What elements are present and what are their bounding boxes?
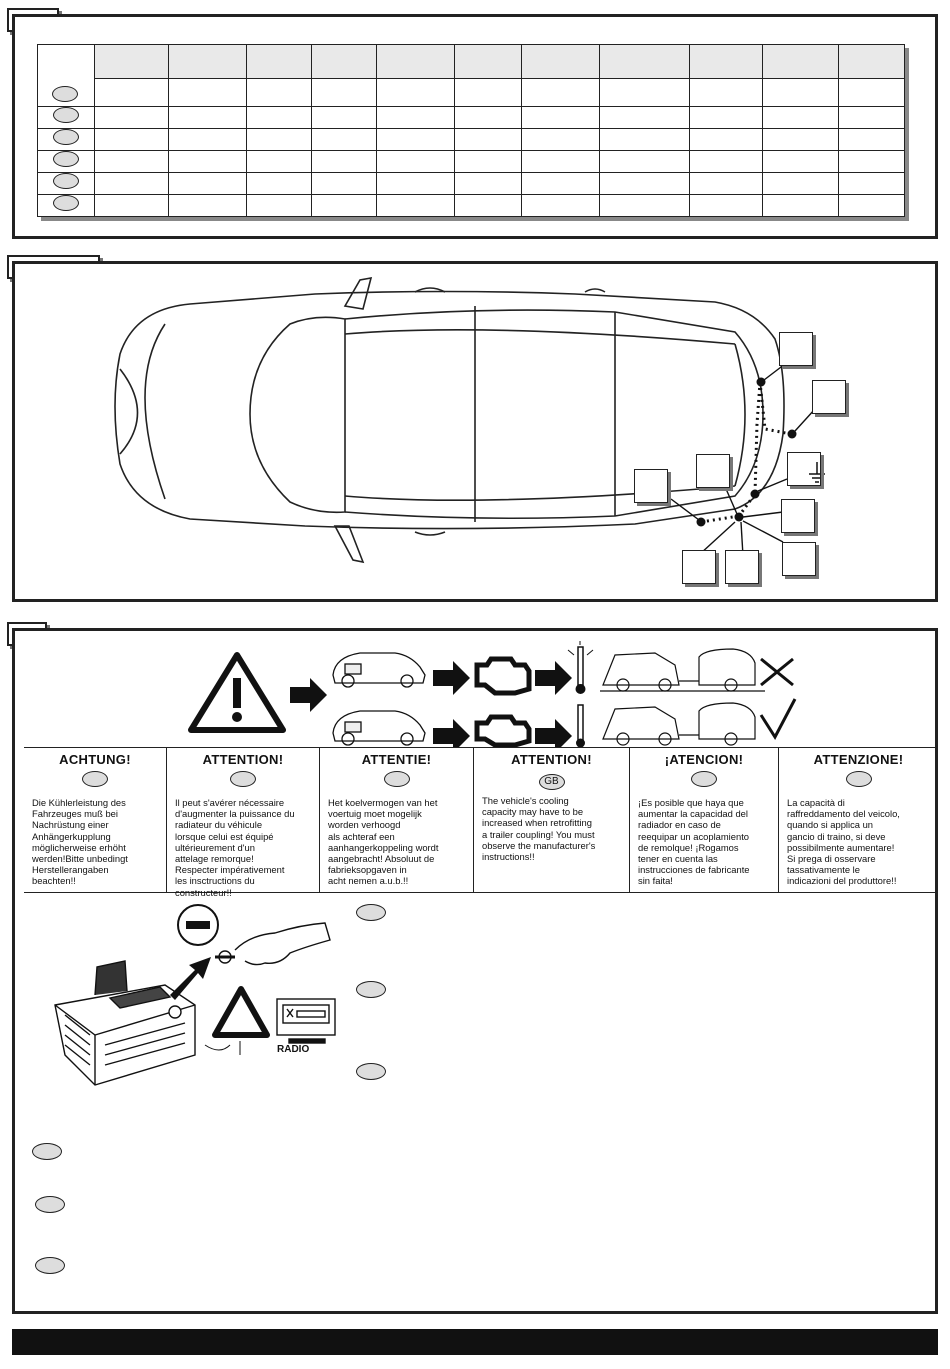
minus-circle-icon xyxy=(177,904,219,946)
callout-box xyxy=(725,550,759,584)
callout-box xyxy=(634,469,668,503)
row-oval xyxy=(52,86,78,102)
arrow-icon xyxy=(170,957,211,1000)
language-oval xyxy=(383,771,410,787)
callout-box xyxy=(682,550,716,584)
thermometer-icon xyxy=(576,704,585,747)
table-corner-cell xyxy=(37,44,95,107)
car-top-view xyxy=(114,276,825,564)
warning-text: Il peut s'avérer nécessaire d'augmenter … xyxy=(175,797,295,898)
car-icon xyxy=(332,652,426,688)
thermometer-icon xyxy=(567,641,594,694)
warning-text: Die Kühlerleistung des Fahrzeuges muß be… xyxy=(32,797,128,887)
row-oval xyxy=(53,129,79,145)
callout-box xyxy=(812,380,846,414)
row-oval xyxy=(53,107,79,123)
row-oval xyxy=(53,195,79,211)
warning-title: ¡ATENCION! xyxy=(664,752,744,767)
check-mark-icon xyxy=(759,698,797,740)
callout-box xyxy=(779,332,813,366)
engine-icon xyxy=(474,656,532,696)
wire-point xyxy=(787,429,797,439)
warning-triangle-icon xyxy=(212,986,270,1038)
language-oval xyxy=(845,771,872,787)
language-oval xyxy=(35,1257,65,1274)
warning-title: ATTENTION! xyxy=(511,752,592,767)
table-row xyxy=(37,128,905,151)
warning-text-row: ACHTUNG! Die Kühlerleistung des Fahrzeug… xyxy=(24,747,938,898)
table-row xyxy=(37,150,905,173)
lang-col-de: ACHTUNG! Die Kühlerleistung des Fahrzeug… xyxy=(24,748,167,892)
wire-point xyxy=(750,489,760,499)
callout-box xyxy=(696,454,730,488)
lang-col-it: ATTENZIONE! La capacità di raffreddament… xyxy=(779,748,938,892)
wire-point xyxy=(756,377,766,387)
warning-text: Het koelvermogen van het voertuig moet m… xyxy=(328,797,439,887)
ground-symbol-icon xyxy=(809,462,825,483)
language-oval xyxy=(230,771,256,787)
cooling-pictogram xyxy=(188,641,797,747)
radio-icon xyxy=(276,998,336,1044)
ground-callout-box xyxy=(787,452,821,486)
warning-title: ATTENTION! xyxy=(202,752,284,767)
warning-title: ACHTUNG! xyxy=(59,752,131,767)
callout-box xyxy=(782,542,816,576)
warning-panel: ACHTUNG! Die Kühlerleistung des Fahrzeug… xyxy=(12,628,938,1314)
language-oval xyxy=(32,1143,62,1160)
warning-text: ¡Es posible que haya que aumentar la cap… xyxy=(638,797,750,887)
hand-icon xyxy=(215,922,331,966)
language-oval xyxy=(691,771,717,787)
cross-mark-icon xyxy=(760,657,794,687)
language-oval xyxy=(356,904,386,921)
radio-label: RADIO xyxy=(277,1044,310,1055)
lang-col-fr: ATTENTION! Il peut s'avérer nécessaire d… xyxy=(167,748,320,898)
language-oval xyxy=(35,1196,65,1213)
car-diagram-panel xyxy=(12,261,938,602)
footer-bar xyxy=(12,1329,938,1355)
table-row xyxy=(37,106,905,129)
warning-title: ATTENZIONE! xyxy=(813,752,904,767)
lang-col-es: ¡ATENCION! ¡Es posible que haya que aume… xyxy=(630,748,779,892)
language-oval xyxy=(356,981,386,998)
table-row xyxy=(38,78,905,107)
engine-icon xyxy=(474,714,532,747)
row-oval xyxy=(53,151,79,167)
row-oval xyxy=(53,173,79,189)
spec-table xyxy=(37,44,905,217)
warning-text: La capacità di raffreddamento del veicol… xyxy=(787,797,900,887)
battery-icon xyxy=(54,960,196,1086)
table-row xyxy=(37,194,905,217)
language-oval: GB xyxy=(538,774,565,790)
warning-title: ATTENTIE! xyxy=(361,752,432,767)
battery-disconnect-illustration xyxy=(54,904,336,1086)
language-oval xyxy=(356,1063,386,1080)
callout-box xyxy=(781,499,815,533)
language-oval xyxy=(82,771,108,787)
lang-col-gb: ATTENTION! GB The vehicle's cooling capa… xyxy=(474,748,630,892)
table-header-row xyxy=(37,44,905,107)
car-icon xyxy=(332,710,426,746)
warning-text: The vehicle's cooling capacity may have … xyxy=(482,795,596,863)
warning-triangle-icon xyxy=(188,652,286,733)
lang-col-nl: ATTENTIE! Het koelvermogen van het voert… xyxy=(320,748,474,892)
wire-point xyxy=(734,512,744,522)
arrow-icon xyxy=(290,678,327,712)
table-row xyxy=(37,172,905,195)
